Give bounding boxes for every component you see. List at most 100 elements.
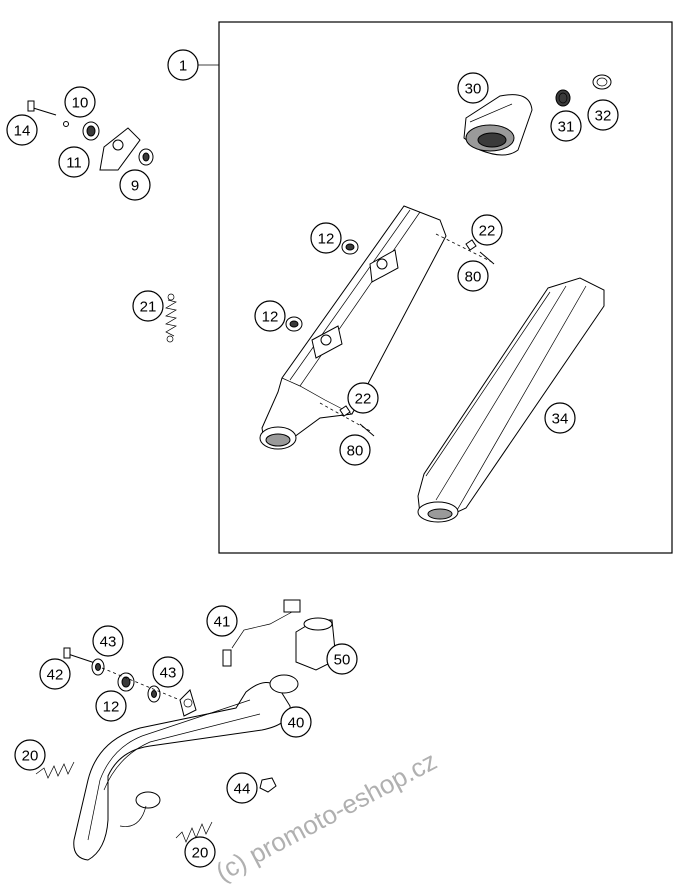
callout-label: 10 <box>72 95 89 112</box>
callout-circle <box>14 739 46 771</box>
callout-circle <box>544 402 576 434</box>
callout-circle <box>95 690 127 722</box>
callout-label: 80 <box>465 269 482 286</box>
callout-50: 50 <box>326 643 358 675</box>
spring-20-right <box>175 821 213 843</box>
callout-label: 1 <box>179 58 187 75</box>
header-pipe <box>73 674 299 861</box>
callout-label: 20 <box>192 845 209 862</box>
ring-part <box>592 74 612 90</box>
callout-43: 43 <box>92 625 124 657</box>
rubber-bushing-lower <box>285 316 303 332</box>
callout-circle <box>550 110 582 142</box>
callout-circle <box>119 169 151 201</box>
callout-circle <box>167 49 199 81</box>
callout-circle <box>457 72 489 104</box>
callout-label: 20 <box>22 748 39 765</box>
callout-label: 12 <box>318 231 335 248</box>
callout-14: 14 <box>6 114 38 146</box>
callout-31: 31 <box>550 110 582 142</box>
plug-part <box>555 89 571 107</box>
callout-20: 20 <box>184 836 216 868</box>
bracket-group <box>27 100 154 171</box>
callout-circle <box>339 434 371 466</box>
callout-30: 30 <box>457 72 489 104</box>
silencer-body <box>259 205 447 450</box>
callout-label: 40 <box>288 715 305 732</box>
callout-circle <box>326 643 358 675</box>
callout-12: 12 <box>310 222 342 254</box>
callout-41: 41 <box>206 605 238 637</box>
callout-11: 11 <box>58 146 90 178</box>
callout-label: 22 <box>355 391 372 408</box>
callout-circle <box>92 625 124 657</box>
callout-10: 10 <box>64 86 96 118</box>
callout-label: 42 <box>47 667 64 684</box>
callout-label: 11 <box>66 155 82 172</box>
callout-label: 22 <box>479 223 496 240</box>
callout-12: 12 <box>95 690 127 722</box>
lambda-sensor <box>222 599 301 667</box>
callout-circle <box>6 114 38 146</box>
end-cap-part <box>463 94 533 156</box>
callout-label: 21 <box>140 299 157 316</box>
washer-43-right <box>147 685 161 703</box>
callout-circle <box>226 772 258 804</box>
callout-1: 1 <box>167 49 199 81</box>
callout-circle <box>152 656 184 688</box>
callout-22: 22 <box>347 382 379 414</box>
callout-circle <box>457 260 489 292</box>
callout-label: 14 <box>14 123 31 140</box>
bolt-42 <box>63 647 99 665</box>
callout-label: 12 <box>262 309 279 326</box>
callout-43: 43 <box>152 656 184 688</box>
nut-44 <box>259 777 277 793</box>
callout-circle <box>471 214 503 246</box>
callout-80: 80 <box>457 260 489 292</box>
bushing-12-lower <box>117 672 135 692</box>
callout-circle <box>184 836 216 868</box>
callout-22: 22 <box>471 214 503 246</box>
spring-21 <box>165 293 177 343</box>
callout-20: 20 <box>14 739 46 771</box>
callout-12: 12 <box>254 300 286 332</box>
rubber-bushing-upper <box>341 239 359 255</box>
callout-circle <box>254 300 286 332</box>
callout-circle <box>132 290 164 322</box>
callout-32: 32 <box>587 99 619 131</box>
silencer-assembly-frame <box>218 21 673 554</box>
callout-label: 34 <box>552 411 569 428</box>
callout-circle <box>64 86 96 118</box>
callout-label: 50 <box>334 652 351 669</box>
spring-20-left <box>35 761 75 779</box>
callout-label: 43 <box>100 634 117 651</box>
callout-label: 43 <box>160 665 177 682</box>
callout-label: 44 <box>234 781 251 798</box>
callout-label: 80 <box>347 443 364 460</box>
callout-40: 40 <box>280 706 312 738</box>
callout-label: 9 <box>131 178 139 195</box>
callout-label: 30 <box>465 81 482 98</box>
callout-44: 44 <box>226 772 258 804</box>
watermark: (c) promoto-eshop.cz <box>211 745 442 887</box>
callout-label: 12 <box>103 699 120 716</box>
callout-circle <box>347 382 379 414</box>
callout-circle <box>39 658 71 690</box>
callout-circle <box>280 706 312 738</box>
callout-label: 41 <box>214 614 231 631</box>
callout-label: 32 <box>595 108 612 125</box>
callout-42: 42 <box>39 658 71 690</box>
callout-circle <box>587 99 619 131</box>
callout-circle <box>310 222 342 254</box>
silencer-sleeve <box>417 277 605 523</box>
clamp-sleeve-50 <box>295 617 337 671</box>
washer-43-left <box>91 658 105 676</box>
callout-21: 21 <box>132 290 164 322</box>
callout-9: 9 <box>119 169 151 201</box>
callout-80: 80 <box>339 434 371 466</box>
callout-circle <box>58 146 90 178</box>
callout-circle <box>206 605 238 637</box>
callout-label: 31 <box>558 119 575 136</box>
callout-34: 34 <box>544 402 576 434</box>
